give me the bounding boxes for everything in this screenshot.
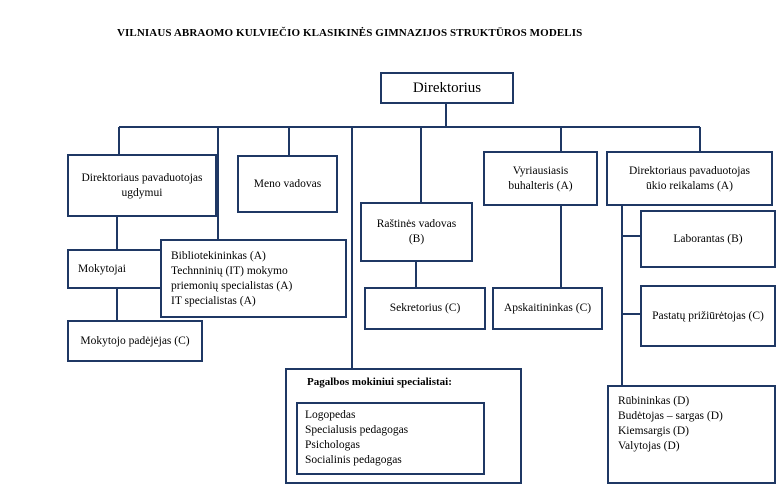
support-specialists-list-box: Logopedas Specialusis pedagogas Psicholo…	[296, 402, 485, 475]
support-item: Specialusis pedagogas	[305, 424, 409, 436]
art-head-box: Meno vadovas	[237, 155, 338, 213]
director-label: Direktorius	[412, 79, 482, 96]
deputy-education-line-1: Direktoriaus pavaduotojas	[81, 171, 203, 184]
service-staff-item: Rūbininkas (D)	[618, 395, 690, 407]
teacher-assistant-label: Mokytojo padėjėjas (C)	[80, 334, 190, 347]
teachers-label: Mokytojai	[78, 262, 126, 275]
chief-accountant-line-2: buhalteris (A)	[508, 179, 573, 192]
deputy-education-line-2: ugdymui	[121, 186, 163, 199]
library-it-box: Bibliotekininkas (A) Technninių (IT) mok…	[160, 239, 347, 318]
building-caretaker-box: Pastatų prižiūrėtojas (C)	[640, 285, 776, 347]
library-line-1: Bibliotekininkas (A)	[171, 249, 266, 262]
chief-accountant-box: Vyriausiasis buhalteris (A)	[483, 151, 598, 206]
support-item: Logopedas	[305, 409, 356, 421]
support-item: Psichologas	[305, 439, 360, 451]
service-staff-box: Rūbininkas (D) Budėtojas – sargas (D) Ki…	[607, 385, 776, 484]
accountant-label: Apskaitininkas (C)	[503, 302, 592, 314]
teachers-box: Mokytojai	[67, 249, 167, 289]
building-caretaker-label: Pastatų prižiūrėtojas (C)	[652, 309, 764, 322]
deputy-economy-line-2: ūkio reikalams (A)	[646, 179, 733, 192]
library-line-4: IT specialistas (A)	[171, 294, 256, 307]
accountant-box: Apskaitininkas (C)	[492, 287, 603, 330]
library-line-3: priemonių specialistas (A)	[171, 279, 293, 292]
office-head-line-1: Raštinės vadovas	[376, 218, 457, 230]
service-staff-item: Kiemsargis (D)	[618, 425, 690, 437]
deputy-economy-box: Direktoriaus pavaduotojas ūkio reikalams…	[606, 151, 773, 206]
lab-assistant-box: Laborantas (B)	[640, 210, 776, 268]
library-line-2: Technninių (IT) mokymo	[171, 264, 288, 277]
support-item: Socialinis pedagogas	[305, 454, 402, 466]
secretary-label: Sekretorius (C)	[389, 302, 461, 314]
deputy-education-box: Direktoriaus pavaduotojas ugdymui	[67, 154, 217, 217]
service-staff-item: Budėtojas – sargas (D)	[618, 410, 723, 422]
director-box: Direktorius	[380, 72, 514, 104]
secretary-box: Sekretorius (C)	[364, 287, 486, 330]
diagram-title: VILNIAUS ABRAOMO KULVIEČIO KLASIKINĖS GI…	[117, 27, 583, 39]
art-head-label: Meno vadovas	[253, 177, 322, 190]
office-head-line-2: (B)	[408, 233, 425, 245]
service-staff-item: Valytojas (D)	[618, 440, 680, 452]
deputy-economy-line-1: Direktoriaus pavaduotojas	[628, 164, 751, 177]
office-head-box: Raštinės vadovas (B)	[360, 202, 473, 262]
support-specialists-title: Pagalbos mokiniui specialistai:	[307, 376, 452, 388]
teacher-assistant-box: Mokytojo padėjėjas (C)	[67, 320, 203, 362]
chief-accountant-line-1: Vyriausiasis	[512, 164, 569, 177]
lab-assistant-label: Laborantas (B)	[673, 232, 743, 245]
